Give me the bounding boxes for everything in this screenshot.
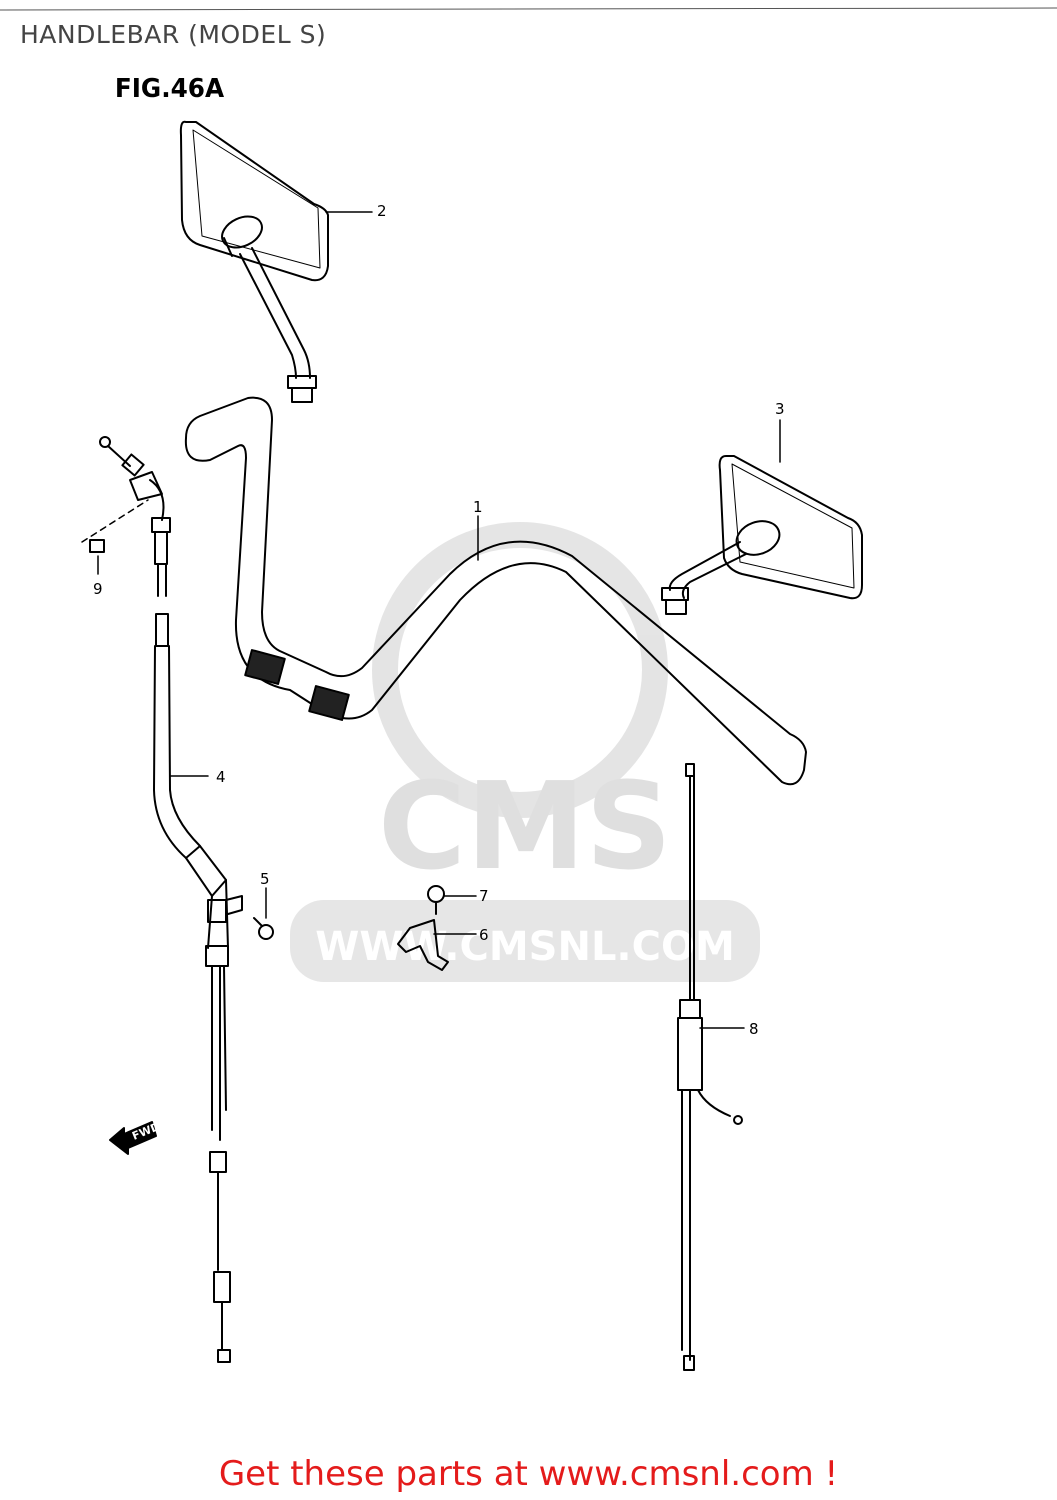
callout-1: 1 bbox=[473, 498, 483, 516]
part-3-right-mirror bbox=[661, 455, 863, 615]
watermark-url: WWW.CMSNL.COM bbox=[315, 924, 735, 970]
callout-4: 4 bbox=[216, 768, 226, 786]
figure-label: FIG.46A bbox=[114, 74, 225, 104]
watermark-brand: CMS bbox=[378, 758, 672, 897]
part-7-screw bbox=[427, 885, 445, 915]
part-5-screw bbox=[253, 917, 274, 940]
callout-2: 2 bbox=[377, 202, 387, 220]
page-title: HANDLEBAR (MODEL S) bbox=[20, 20, 327, 49]
fwd-direction-arrow bbox=[109, 1121, 157, 1155]
cmsnl-watermark: CMS WWW.CMSNL.COM bbox=[290, 522, 760, 982]
callout-leaders bbox=[97, 211, 781, 1029]
cmsnl-parts-link[interactable]: Get these parts at www.cmsnl.com ! bbox=[218, 1454, 839, 1494]
part-2-left-mirror bbox=[179, 120, 329, 403]
part-4-throttle-cable bbox=[149, 479, 243, 1363]
callout-6: 6 bbox=[479, 926, 489, 944]
callout-7: 7 bbox=[479, 887, 489, 905]
callout-5: 5 bbox=[260, 870, 270, 888]
callout-8: 8 bbox=[749, 1020, 759, 1038]
part-8-cable bbox=[677, 763, 743, 1371]
part-1-handlebar bbox=[184, 396, 807, 786]
callout-3: 3 bbox=[775, 400, 785, 418]
callout-9: 9 bbox=[93, 580, 103, 598]
part-6-clamp bbox=[397, 919, 449, 971]
part-9-screw bbox=[81, 436, 163, 553]
page-border bbox=[0, 7, 1057, 11]
